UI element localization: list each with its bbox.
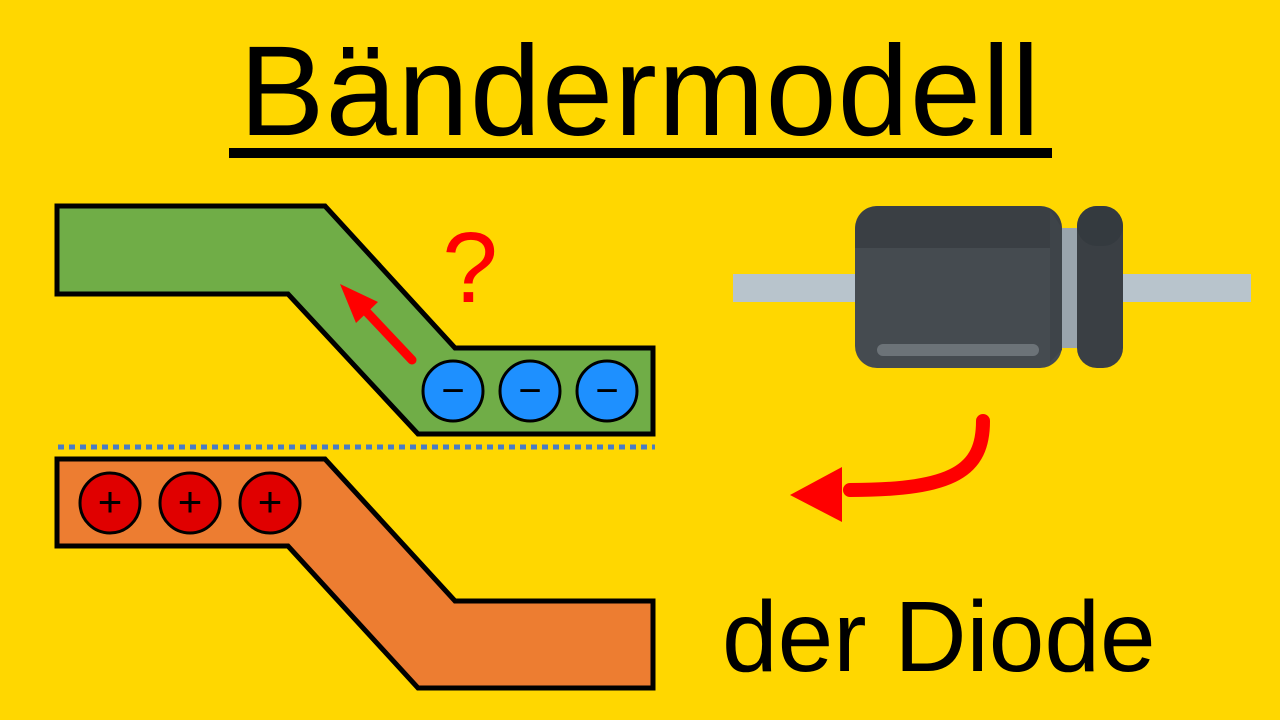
title-underline [229,148,1052,158]
hole: + [238,471,302,535]
electron-sign: − [595,369,618,413]
page-title: Bändermodell [239,20,1041,163]
electron: − [498,359,562,423]
hole-sign: + [98,478,123,525]
electron: − [421,359,485,423]
hole-sign: + [178,478,203,525]
curved-arrow-icon [790,414,990,522]
hole: + [78,471,142,535]
electron-sign: − [441,369,464,413]
hole: + [158,471,222,535]
hole-sign: + [258,478,283,525]
question-mark: ? [442,212,498,324]
electron: − [575,359,639,423]
diode-icon [733,206,1251,368]
subtitle: der Diode [722,581,1156,693]
electron-sign: − [518,369,541,413]
electron-arrow-icon [340,284,417,365]
valence-band [54,456,656,691]
